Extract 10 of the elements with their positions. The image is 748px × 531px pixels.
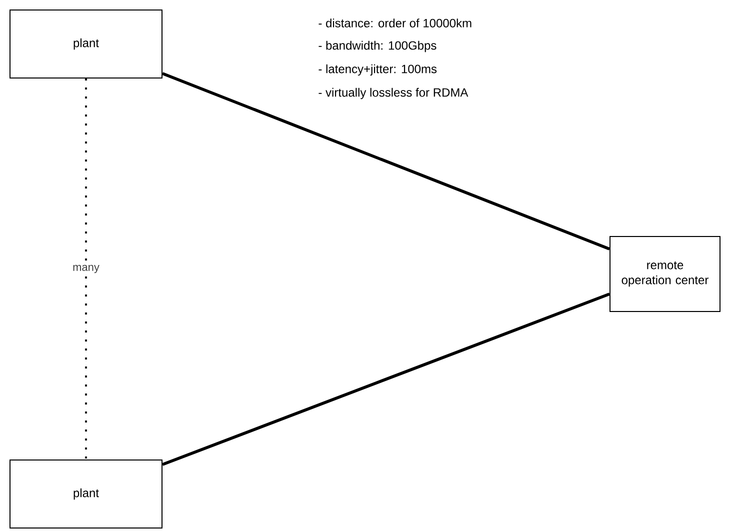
process-box: plant (10, 460, 162, 528)
connector-line (162, 292, 610, 466)
process-box: plant (10, 10, 162, 78)
note-text: - bandwidth: 100Gbps (318, 40, 436, 52)
note-text: - virtually lossless for RDMA (318, 88, 468, 100)
connector-line (162, 72, 610, 250)
note-text: - latency+jitter: 100ms (318, 64, 437, 76)
process-box: remote operation center (610, 236, 720, 312)
note-text: - distance: order of 10000km (318, 18, 472, 28)
edge-label: many (73, 264, 100, 274)
